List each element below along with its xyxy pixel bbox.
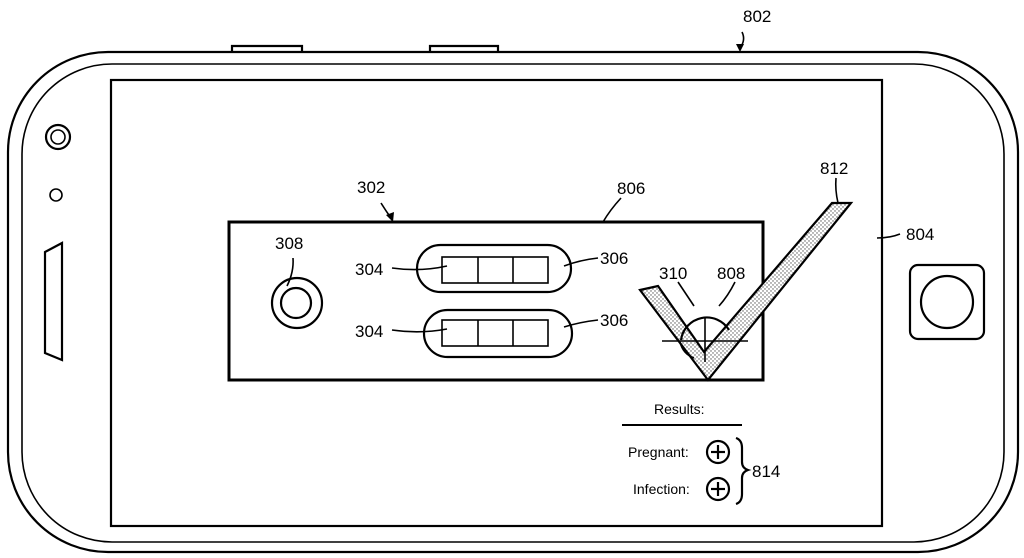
- label-target-circle: 310: [659, 264, 687, 283]
- sample-well: [272, 278, 322, 328]
- label-checkmark: 812: [820, 159, 848, 178]
- plus-circle-icon: [707, 478, 729, 500]
- result-label-infection: Infection:: [633, 481, 690, 497]
- label-crosshair: 808: [717, 264, 745, 283]
- label-sample-well: 308: [275, 234, 303, 253]
- camera-icon: [46, 125, 70, 149]
- label-window-top: 304: [355, 260, 383, 279]
- label-test-strip: 302: [357, 178, 385, 197]
- result-label-pregnant: Pregnant:: [628, 444, 689, 460]
- result-window-bottom: [424, 310, 572, 357]
- phone-outer-edge: [8, 52, 1018, 552]
- speaker-icon: [45, 243, 62, 360]
- label-capsule-top: 306: [600, 249, 628, 268]
- label-capsule-bottom: 306: [600, 311, 628, 330]
- checkmark-overlay: [640, 203, 851, 380]
- label-screen: 804: [906, 225, 934, 244]
- results-heading: Results:: [654, 401, 705, 417]
- label-strip-outline: 806: [617, 179, 645, 198]
- sensor-icon: [50, 189, 62, 201]
- result-window-top: [417, 245, 571, 292]
- phone-device: [8, 46, 1018, 552]
- results-panel: Results: Pregnant: Infection:: [622, 401, 748, 504]
- home-button-icon[interactable]: [910, 265, 984, 339]
- results-brace: [736, 438, 748, 504]
- label-results-group: 814: [752, 462, 780, 481]
- label-window-bottom: 304: [355, 322, 383, 341]
- plus-circle-icon: [707, 441, 729, 463]
- test-strip: [229, 222, 763, 380]
- label-device: 802: [743, 7, 771, 26]
- phone-inner-edge: [22, 64, 1004, 542]
